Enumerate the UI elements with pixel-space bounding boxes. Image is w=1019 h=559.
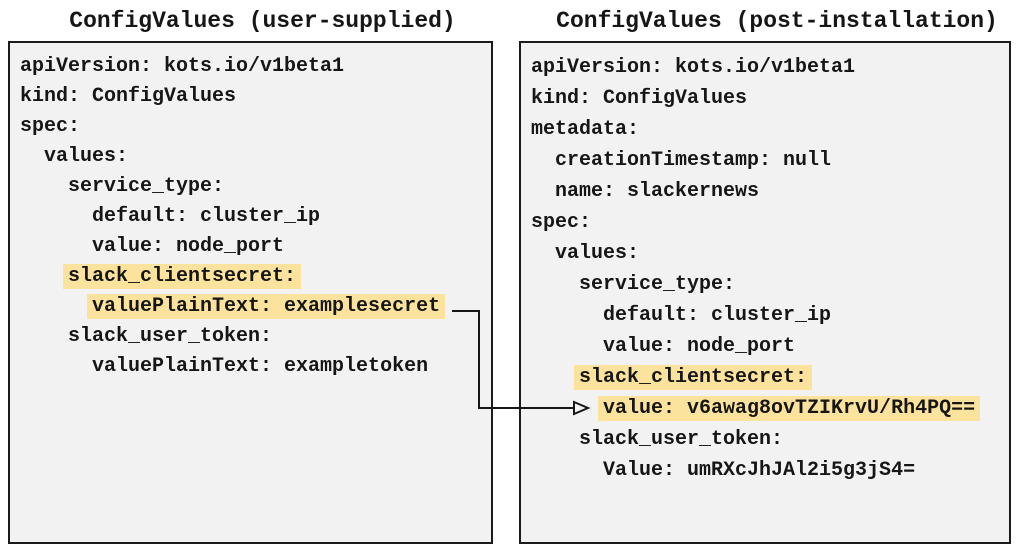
yaml-line: kind: ConfigValues xyxy=(531,83,1009,114)
yaml-text: kind: ConfigValues xyxy=(531,87,748,110)
yaml-text: valuePlainText: exampletoken xyxy=(92,355,429,378)
config-values-post-installation-panel: apiVersion: kots.io/v1beta1 kind: ConfigV… xyxy=(519,41,1011,544)
yaml-text: spec: xyxy=(20,115,81,138)
config-values-user-supplied-panel: apiVersion: kots.io/v1beta1 kind: ConfigV… xyxy=(8,41,493,544)
yaml-text: name: slackernews xyxy=(555,180,760,203)
yaml-line: value: node_port xyxy=(20,232,491,262)
yaml-text: values: xyxy=(555,242,640,265)
yaml-line: apiVersion: kots.io/v1beta1 xyxy=(20,52,491,82)
yaml-text: default: cluster_ip xyxy=(92,205,321,228)
yaml-text: value: node_port xyxy=(92,235,285,258)
yaml-line: spec: xyxy=(20,112,491,142)
yaml-text: creationTimestamp: null xyxy=(555,149,832,172)
yaml-line: service_type: xyxy=(531,269,1009,300)
yaml-line: service_type: xyxy=(20,172,491,202)
left-panel-title: ConfigValues (user-supplied) xyxy=(69,8,456,34)
yaml-text: apiVersion: kots.io/v1beta1 xyxy=(20,55,345,78)
yaml-text: slack_user_token: xyxy=(68,325,273,348)
yaml-line: default: cluster_ip xyxy=(531,300,1009,331)
yaml-text: Value: umRXcJhJAl2i5g3jS4= xyxy=(603,459,916,482)
yaml-text-highlighted: slack_clientsecret: xyxy=(574,365,813,390)
yaml-text: metadata: xyxy=(531,118,640,141)
yaml-text: spec: xyxy=(531,211,592,234)
yaml-text-highlighted: valuePlainText: examplesecret xyxy=(87,294,446,319)
yaml-text: value: node_port xyxy=(603,335,796,358)
yaml-line: kind: ConfigValues xyxy=(20,82,491,112)
yaml-text-highlighted: value: v6awag8ovTZIKrvU/Rh4PQ== xyxy=(598,396,981,421)
right-panel-title: ConfigValues (post-installation) xyxy=(556,8,998,34)
yaml-line: metadata: xyxy=(531,114,1009,145)
yaml-line: apiVersion: kots.io/v1beta1 xyxy=(531,52,1009,83)
yaml-text-highlighted: slack_clientsecret: xyxy=(63,264,302,289)
yaml-text: service_type: xyxy=(579,273,736,296)
yaml-text: apiVersion: kots.io/v1beta1 xyxy=(531,56,856,79)
yaml-text: service_type: xyxy=(68,175,225,198)
yaml-text: values: xyxy=(44,145,129,168)
yaml-line: slack_user_token: xyxy=(531,424,1009,455)
yaml-line: name: slackernews xyxy=(531,176,1009,207)
yaml-line: creationTimestamp: null xyxy=(531,145,1009,176)
yaml-line: slack_user_token: xyxy=(20,322,491,352)
yaml-line: slack_clientsecret: xyxy=(20,262,491,292)
yaml-line: values: xyxy=(20,142,491,172)
yaml-line: default: cluster_ip xyxy=(20,202,491,232)
yaml-line: values: xyxy=(531,238,1009,269)
yaml-line: valuePlainText: exampletoken xyxy=(20,352,491,382)
yaml-text: default: cluster_ip xyxy=(603,304,832,327)
yaml-text: slack_user_token: xyxy=(579,428,784,451)
yaml-line: value: node_port xyxy=(531,331,1009,362)
yaml-line: Value: umRXcJhJAl2i5g3jS4= xyxy=(531,455,1009,486)
yaml-text: kind: ConfigValues xyxy=(20,85,237,108)
yaml-line: valuePlainText: examplesecret xyxy=(20,292,491,322)
yaml-line: spec: xyxy=(531,207,1009,238)
yaml-line: slack_clientsecret: xyxy=(531,362,1009,393)
yaml-line: value: v6awag8ovTZIKrvU/Rh4PQ== xyxy=(531,393,1009,424)
